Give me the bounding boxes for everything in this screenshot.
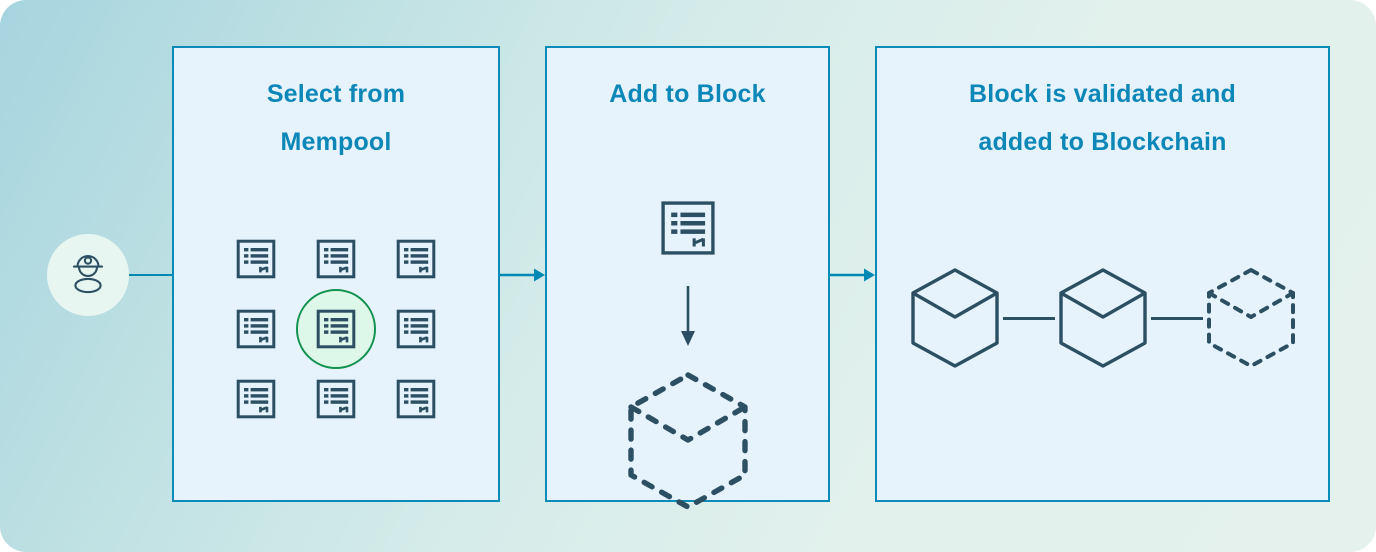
panel-title-line: Mempool [280, 128, 392, 156]
pending-block-cube-icon [1206, 268, 1295, 368]
panel-title-select-from-mempool: Select from Mempool [174, 70, 498, 166]
pending-block-container [547, 370, 828, 512]
mempool-transaction-item[interactable] [220, 294, 292, 364]
chain-link-connector [1150, 316, 1203, 320]
mempool-transaction-item-selected[interactable] [296, 289, 376, 369]
confirmed-block-cube-icon [910, 268, 999, 368]
transaction-document-icon [316, 309, 356, 349]
panel-title-line: added to Blockchain [978, 128, 1227, 156]
step-panel-add-to-block: Add to Block [545, 46, 830, 510]
miner-avatar [47, 234, 129, 316]
selection-highlight-ring [296, 289, 376, 369]
mempool-transaction-item[interactable] [220, 364, 292, 434]
mempool-transaction-item[interactable] [220, 224, 292, 294]
down-arrow-icon [680, 286, 695, 346]
panel-title-add-to-block: Add to Block [547, 70, 828, 118]
panel-title-line: Select from [266, 80, 406, 108]
transaction-document-icon [316, 239, 356, 279]
blockchain-chain [877, 266, 1328, 370]
miner-with-helmet-icon [72, 255, 104, 294]
mempool-transaction-grid [174, 224, 498, 434]
transaction-document-icon [236, 239, 276, 279]
panel-title-line: Block is validated and [969, 80, 1236, 108]
transaction-document-icon [236, 379, 276, 419]
mempool-transaction-item[interactable] [300, 364, 372, 434]
mempool-transaction-item[interactable] [380, 224, 452, 294]
connector-arrow-step1-to-step2 [500, 268, 545, 282]
selected-transaction-display [547, 200, 828, 256]
connector-line-avatar-to-step1 [129, 274, 173, 276]
panel-title-line: Add to Block [609, 80, 766, 108]
transaction-document-icon [396, 309, 436, 349]
pending-block-cube-icon [627, 372, 748, 510]
chain-link-connector [1002, 316, 1055, 320]
transaction-document-icon [396, 379, 436, 419]
connector-arrow-step2-to-step3 [830, 268, 875, 282]
step-panel-select-from-mempool: Select from Mempool [172, 46, 500, 502]
mempool-transaction-item[interactable] [380, 364, 452, 434]
transaction-document-icon [396, 239, 436, 279]
transaction-document-icon [316, 379, 356, 419]
mempool-transaction-item[interactable] [380, 294, 452, 364]
step-panel-block-validated: Block is validated and added to Blockcha… [875, 46, 1330, 502]
panel-title-block-validated: Block is validated and added to Blockcha… [877, 70, 1328, 166]
flow-arrow-container [547, 286, 828, 348]
mempool-transaction-item[interactable] [300, 224, 372, 294]
transaction-document-icon [660, 201, 715, 255]
transaction-document-icon [236, 309, 276, 349]
confirmed-block-cube-icon [1058, 268, 1147, 368]
